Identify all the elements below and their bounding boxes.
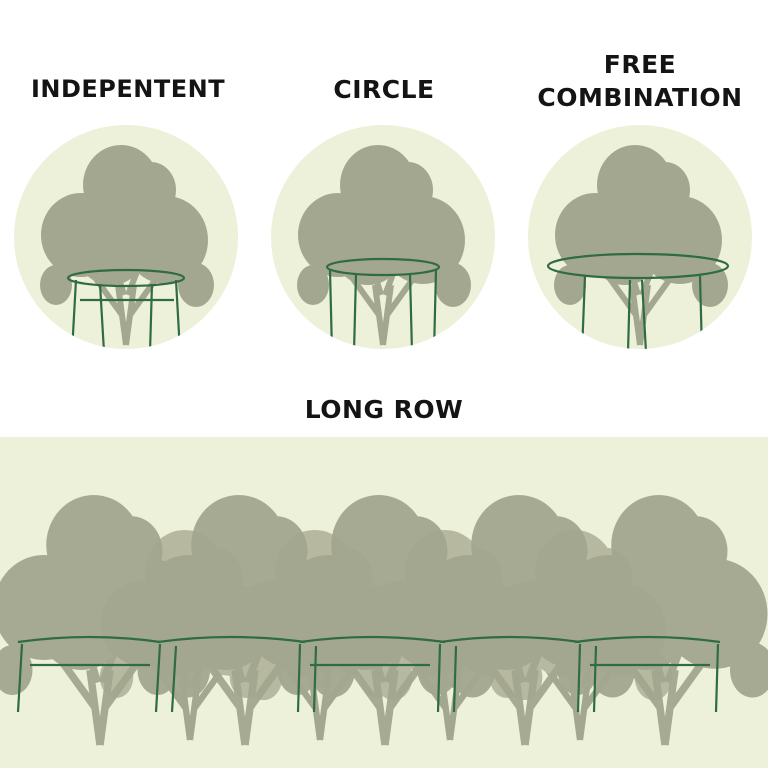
label-free-line2: COMBINATION [537, 83, 743, 112]
panel-independent [14, 125, 238, 349]
panel-circle [271, 125, 495, 349]
panel-free-combination [528, 125, 752, 349]
label-long-row: LONG ROW [304, 395, 464, 424]
label-circle: CIRCLE [333, 75, 435, 104]
label-independent: INDEPENTENT [30, 75, 226, 103]
label-free-combination: FREE COMBINATION [512, 48, 768, 114]
label-free-line1: FREE [603, 50, 677, 79]
panel-long-row [0, 437, 768, 768]
